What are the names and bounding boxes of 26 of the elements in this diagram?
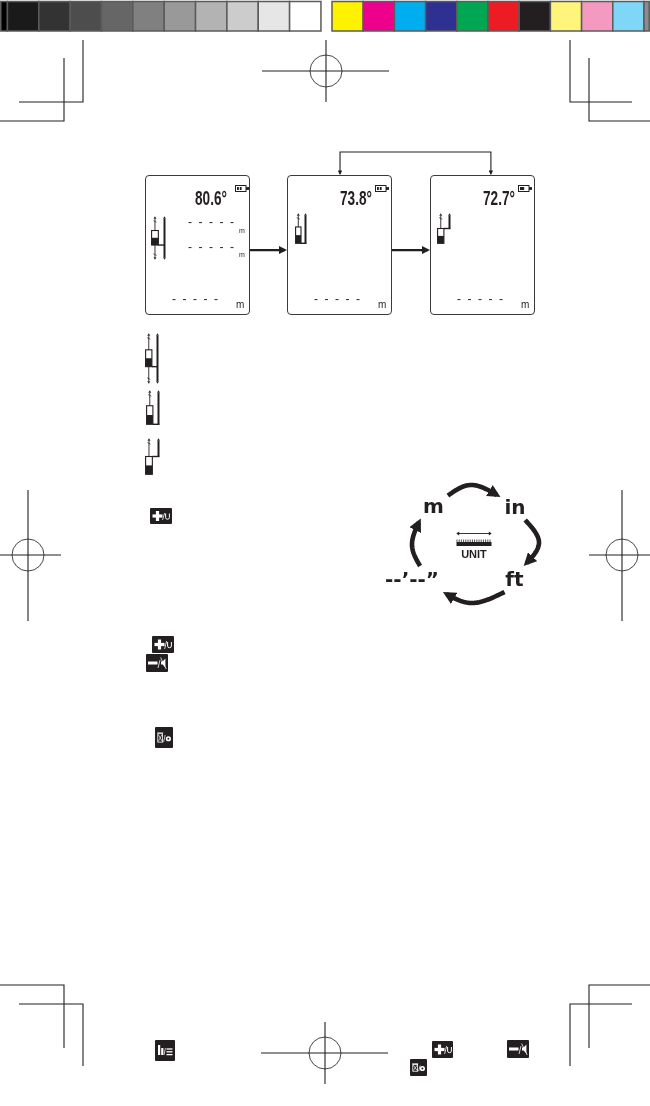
unit-label: m: [236, 300, 245, 310]
curved-arrow: [442, 589, 506, 606]
unit-caption: UNIT: [461, 548, 487, 559]
arrow: [250, 245, 287, 255]
distance-readout: - - - - -: [188, 241, 236, 253]
angle-readout: 73.8°: [340, 188, 372, 208]
curved-arrow: [409, 518, 423, 568]
arrow: [392, 245, 430, 255]
curved-arrow: [446, 482, 501, 498]
unit-option: in: [500, 494, 530, 520]
angle-readout: 72.7°: [483, 188, 515, 208]
distance-readout: - - - - -: [172, 293, 220, 305]
lcd-screen: [287, 175, 392, 315]
distance-readout: - - - - -: [314, 293, 362, 305]
unit-label: m: [378, 300, 387, 310]
angle-readout: 80.6°: [195, 188, 227, 208]
unit-option: m: [419, 492, 448, 519]
unit-option: ft: [501, 566, 528, 592]
unit-label: m: [521, 300, 530, 310]
lcd-screen: [430, 175, 535, 315]
distance-readout: - - - - -: [457, 293, 505, 305]
unit-option: --’--”: [381, 566, 443, 592]
lcd-screen: [145, 175, 250, 315]
bracket-arrow: [337, 151, 494, 175]
distance-readout: - - - - -: [188, 216, 236, 228]
curved-arrow: [523, 518, 542, 566]
